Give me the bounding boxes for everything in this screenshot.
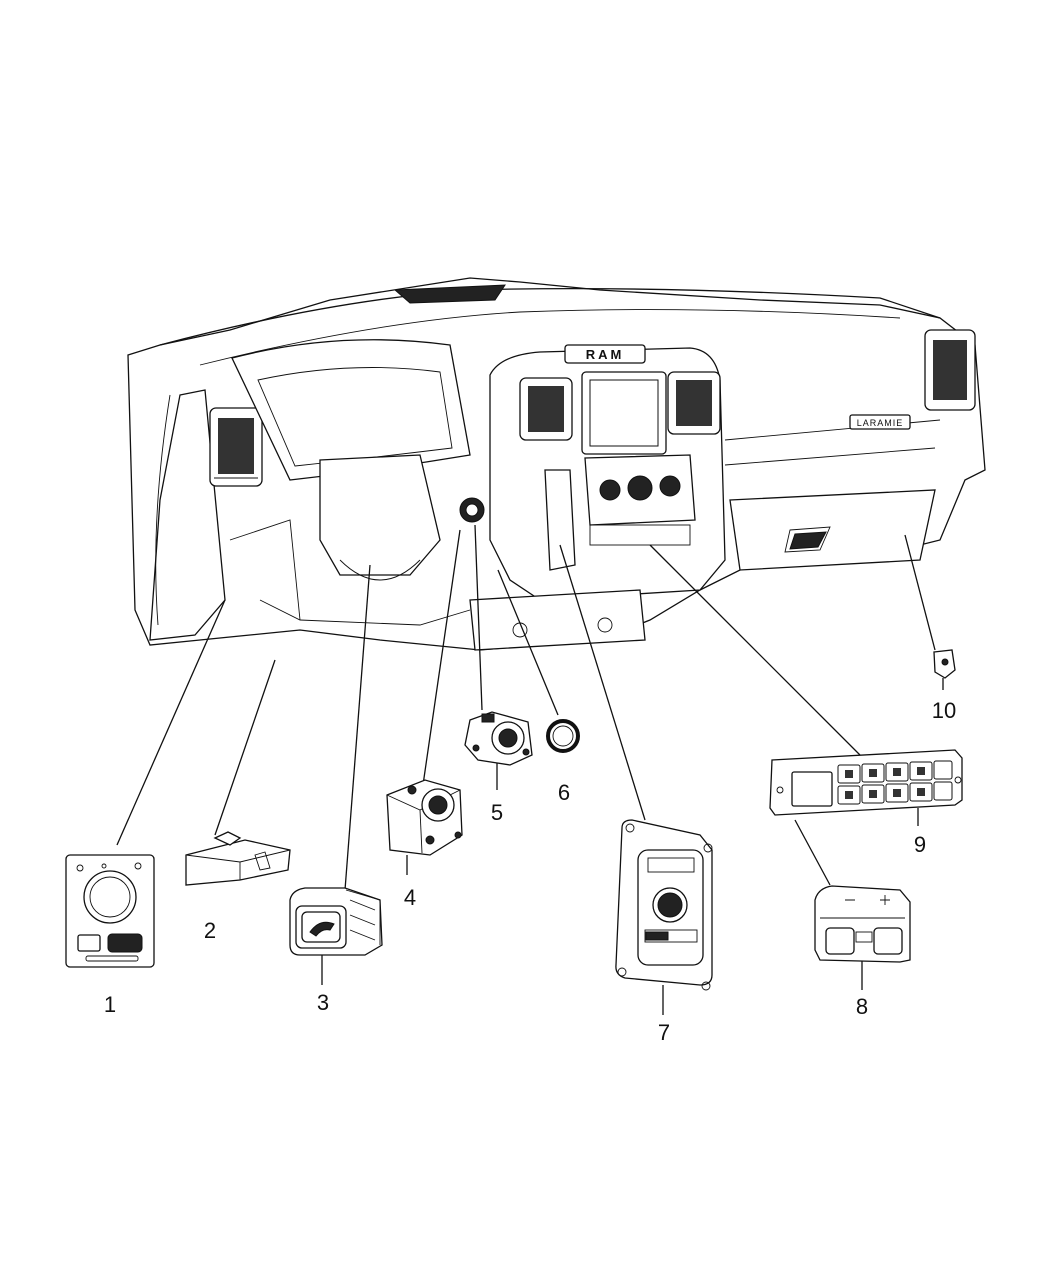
callout-10: 10 [932, 698, 956, 723]
callout-1: 1 [104, 992, 116, 1017]
laramie-nameplate-text: LARAMIE [857, 418, 904, 428]
callout-2: 2 [204, 918, 216, 943]
callout-4: 4 [404, 885, 416, 910]
part-6-bezel-ring [546, 719, 580, 753]
callout-6: 6 [558, 780, 570, 805]
part-3-switch [289, 887, 383, 956]
callout-9: 9 [914, 832, 926, 857]
ram-badge-text: RAM [586, 347, 625, 362]
callout-labels: 1 2 3 4 5 6 7 8 9 10 [104, 698, 956, 1045]
part-1-headlamp-switch [65, 854, 155, 968]
callout-5: 5 [491, 800, 503, 825]
leader-lines [116, 524, 944, 1015]
callout-7: 7 [658, 1020, 670, 1045]
part-5-ignition-switch [464, 711, 533, 766]
callout-8: 8 [856, 994, 868, 1019]
part-8-control-switch [814, 885, 911, 963]
part-10-cap [933, 649, 956, 679]
callout-3: 3 [317, 990, 329, 1015]
part-9-switch-bank [769, 749, 963, 816]
part-7-transfer-case-switch [615, 819, 713, 991]
part-4-ignition-module [386, 779, 463, 856]
left-vent-grille [218, 418, 254, 474]
instrument-panel: RAM LARAMIE [127, 277, 986, 651]
part-2-bracket [185, 831, 291, 886]
